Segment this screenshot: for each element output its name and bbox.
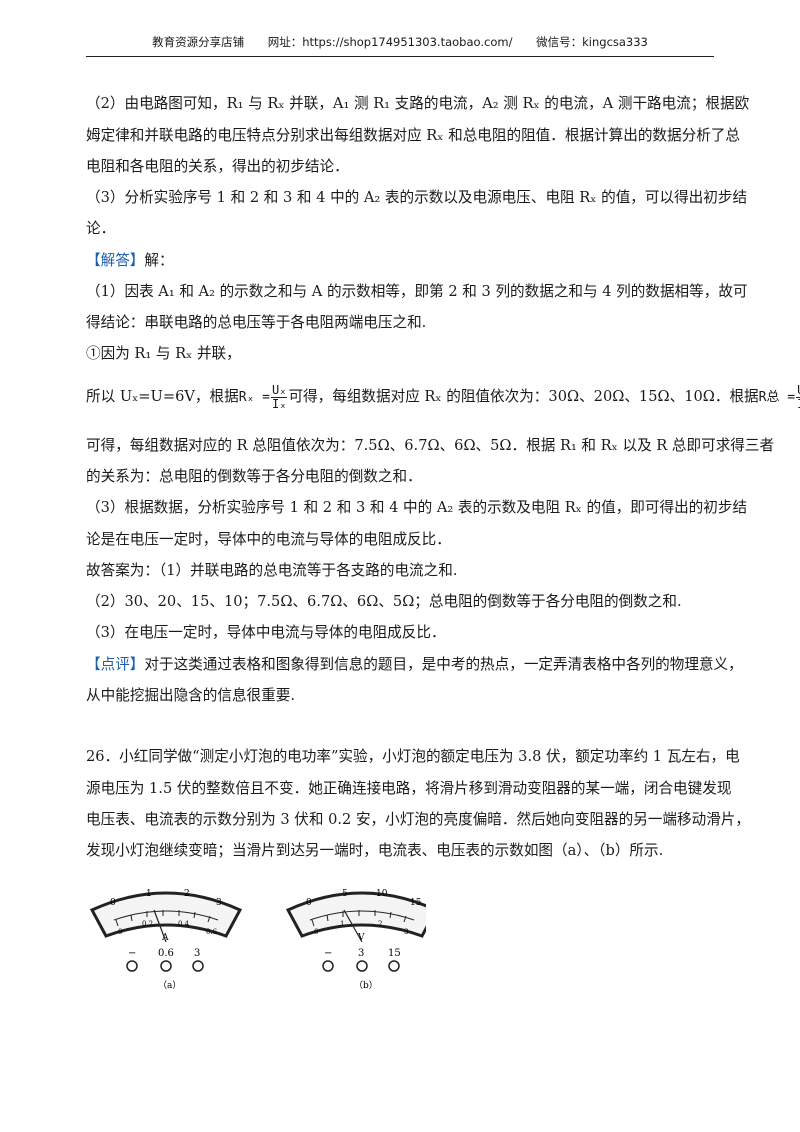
question-line: 电压表、电流表的示数分别为 3 伏和 0.2 安，小灯泡的亮度偏暗．然后她向变阻… xyxy=(86,811,750,828)
comment-tag: 【点评】 xyxy=(86,656,145,673)
ammeter-tick-label: 0 xyxy=(110,898,116,908)
ammeter-tick-label: 0.6 xyxy=(206,928,218,936)
question-line: 源电压为 1.5 伏的整数倍且不变．她正确连接电路，将滑片移到滑动变阻器的某一端… xyxy=(86,780,732,797)
wechat-id: 微信号：kingcsa333 xyxy=(536,35,648,49)
voltmeter-tick-label: 10 xyxy=(376,889,388,899)
voltmeter-unit: V xyxy=(357,933,365,943)
terminal-label: 3 xyxy=(194,948,200,959)
text-line: 论是在电压一定时，导体中的电流与导体的电阻成反比． xyxy=(86,531,451,548)
figure-caption: （b） xyxy=(354,980,378,991)
ammeter-tick-label: 0 xyxy=(118,928,122,936)
voltmeter-tick-label: 0 xyxy=(314,928,318,936)
text-line: 从中能挖掘出隐含的信息很重要. xyxy=(86,687,295,704)
voltmeter-tick-label: 2 xyxy=(378,920,382,928)
terminal-icon xyxy=(126,960,138,972)
ammeter-needle xyxy=(153,909,167,943)
question-line: 26．小红同学做“测定小灯泡的电功率”实验，小灯泡的额定电压为 3.8 伏，额定… xyxy=(86,748,740,765)
voltmeter-tick-label: 1 xyxy=(340,920,344,928)
answer-tag: 【解答】 xyxy=(86,252,145,269)
terminal-icon xyxy=(322,960,334,972)
question-line: 发现小灯泡继续变暗；当滑片到达另一端时，电流表、电压表的示数如图（a）、（b）所… xyxy=(86,842,664,859)
voltmeter-tick-label: 15 xyxy=(410,898,422,908)
ammeter-tick-label: 3 xyxy=(216,898,222,908)
text-line: 的关系为：总电阻的倒数等于各分电阻的倒数之和． xyxy=(86,468,422,485)
text-line: （3）在电压一定时，导体中电流与导体的电阻成反比． xyxy=(86,624,446,641)
page-header: 教育资源分享店铺 网址：https://shop174951303.taobao… xyxy=(86,34,714,57)
voltmeter-needle xyxy=(343,909,363,943)
text-line: （3）根据数据，分析实验序号 1 和 2 和 3 和 4 中的 A₂ 表的示数及… xyxy=(86,499,748,516)
voltmeter-tick-label: 0 xyxy=(306,898,312,908)
text-line: 姆定律和并联电路的电压特点分别求出每组数据对应 Rₓ 和总电阻的阻值．根据计算出… xyxy=(86,127,740,144)
text-line: 故答案为：（1）并联电路的总电流等于各支路的电流之和. xyxy=(86,562,458,579)
text-line: （2）30、20、15、10；7.5Ω、6.7Ω、6Ω、5Ω；总电阻的倒数等于各… xyxy=(86,593,682,610)
formula-rx-lhs: Rₓ = xyxy=(238,390,270,405)
formula-rtotal: U总I总 xyxy=(796,383,800,411)
terminal-label: 3 xyxy=(358,948,364,959)
terminal-label: − xyxy=(128,948,136,959)
figure-caption: （a） xyxy=(158,980,181,991)
ammeter-unit: A xyxy=(161,933,169,943)
terminal-label: 15 xyxy=(388,948,401,959)
terminal-icon xyxy=(388,960,400,972)
shop-url: 网址：https://shop174951303.taobao.com/ xyxy=(267,35,513,49)
terminal-icon xyxy=(192,960,204,972)
voltmeter-tick-label: 5 xyxy=(342,889,348,899)
meter-figures: 0 1 2 3 0 0.2 0.4 0.6 A − 0.6 3 （a） 0 5 … xyxy=(89,889,426,991)
voltmeter-tick-label: 3 xyxy=(404,928,408,936)
ammeter: 0 1 2 3 0 0.2 0.4 0.6 A − 0.6 3 （a） xyxy=(89,889,243,991)
text-line: ①因为 R₁ 与 Rₓ 并联， xyxy=(86,345,241,362)
ammeter-tick-label: 2 xyxy=(184,889,190,899)
text-line: （2）由电路图可知，R₁ 与 Rₓ 并联，A₁ 测 R₁ 支路的电流，A₂ 测 … xyxy=(86,95,750,112)
voltmeter: 0 5 10 15 0 1 2 3 V − 3 15 （b） xyxy=(285,889,426,991)
comment-line: 【点评】对于这类通过表格和图象得到信息的题目，是中考的热点，一定弄清表格中各列的… xyxy=(86,656,743,673)
formula-rtotal-lhs: R总 = xyxy=(758,390,796,405)
terminal-icon xyxy=(160,960,172,972)
ammeter-tick-label: 1 xyxy=(146,889,152,899)
solution-heading: 【解答】解： xyxy=(86,252,174,269)
ammeter-tick-label: 0.4 xyxy=(178,920,190,928)
text-line: 得结论：串联电路的总电压等于各电阻两端电压之和. xyxy=(86,314,427,331)
text-line: 电阻和各电阻的关系，得出的初步结论． xyxy=(86,158,349,175)
ammeter-tick-label: 0.2 xyxy=(142,920,153,928)
terminal-label: − xyxy=(324,948,332,959)
text-line: （3）分析实验序号 1 和 2 和 3 和 4 中的 A₂ 表的示数以及电源电压… xyxy=(86,189,748,206)
text-line: 可得，每组数据对应的 R 总阻值依次为：7.5Ω、6.7Ω、6Ω、5Ω．根据 R… xyxy=(86,437,775,454)
text-line: 论． xyxy=(86,220,116,237)
terminal-label: 0.6 xyxy=(158,948,174,959)
text-line: （1）因表 A₁ 和 A₂ 的示数之和与 A 的示数相等，即第 2 和 3 列的… xyxy=(86,283,748,300)
terminal-icon xyxy=(356,960,368,972)
shop-name: 教育资源分享店铺 xyxy=(152,35,245,49)
